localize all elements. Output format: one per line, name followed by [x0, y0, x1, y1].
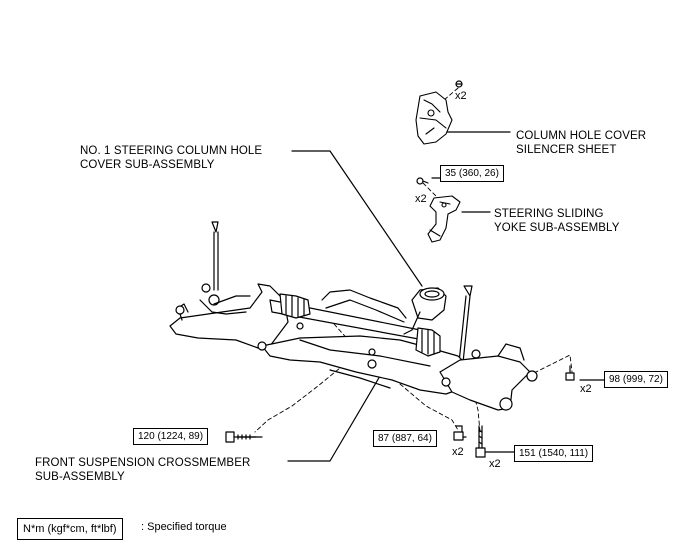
- crossmember-label-line1: FRONT SUSPENSION CROSSMEMBER: [35, 457, 251, 469]
- bolt-98-icon: [565, 365, 575, 381]
- crossmember-label: FRONT SUSPENSION CROSSMEMBER SUB-ASSEMBL…: [35, 456, 250, 484]
- cover-label-line1: NO. 1 STEERING COLUMN HOLE: [80, 145, 263, 157]
- silencer-label-line1: COLUMN HOLE COVER: [516, 130, 647, 142]
- qty-top-clip: x2: [455, 90, 467, 102]
- qty-bolt-98: x2: [580, 383, 592, 395]
- yoke-label-line1: STEERING SLIDING: [494, 208, 604, 220]
- yoke-label-line2: YOKE SUB-ASSEMBLY: [494, 222, 620, 234]
- torque-legend-text: : Specified torque: [141, 521, 227, 533]
- crossmember-label-line2: SUB-ASSEMBLY: [35, 471, 125, 483]
- silencer-sheet-label: COLUMN HOLE COVER SILENCER SHEET: [516, 129, 646, 157]
- torque-box-120: 120 (1224, 89): [133, 428, 209, 445]
- qty-bolt-35: x2: [415, 193, 427, 205]
- torque-box-87: 87 (887, 64): [373, 430, 437, 447]
- torque-box-98: 98 (999, 72): [604, 371, 668, 388]
- stabilizer-link-left: [201, 221, 220, 306]
- crossmember-assembly: [169, 283, 538, 411]
- qty-bolt-87: x2: [452, 446, 464, 458]
- steering-column-hole-cover-label: NO. 1 STEERING COLUMN HOLE COVER SUB-ASS…: [80, 144, 262, 172]
- torque-box-151: 151 (1540, 111): [514, 445, 594, 462]
- sliding-yoke-part: [427, 195, 461, 243]
- bolt-151-icon: [475, 425, 486, 458]
- sliding-yoke-label: STEERING SLIDING YOKE SUB-ASSEMBLY: [494, 207, 619, 235]
- torque-legend-box: N*m (kgf*cm, ft*lbf): [17, 518, 123, 540]
- qty-bolt-151: x2: [489, 458, 501, 470]
- clip-icon: [455, 80, 463, 88]
- silencer-label-line2: SILENCER SHEET: [516, 144, 617, 156]
- silencer-sheet-part: [415, 91, 453, 145]
- bolt-icon: [416, 177, 429, 185]
- cover-label-line2: COVER SUB-ASSEMBLY: [80, 159, 215, 171]
- bolt-120-icon: [225, 431, 257, 443]
- bolt-87-icon: [453, 425, 464, 441]
- torque-box-35: 35 (360, 26): [440, 165, 504, 182]
